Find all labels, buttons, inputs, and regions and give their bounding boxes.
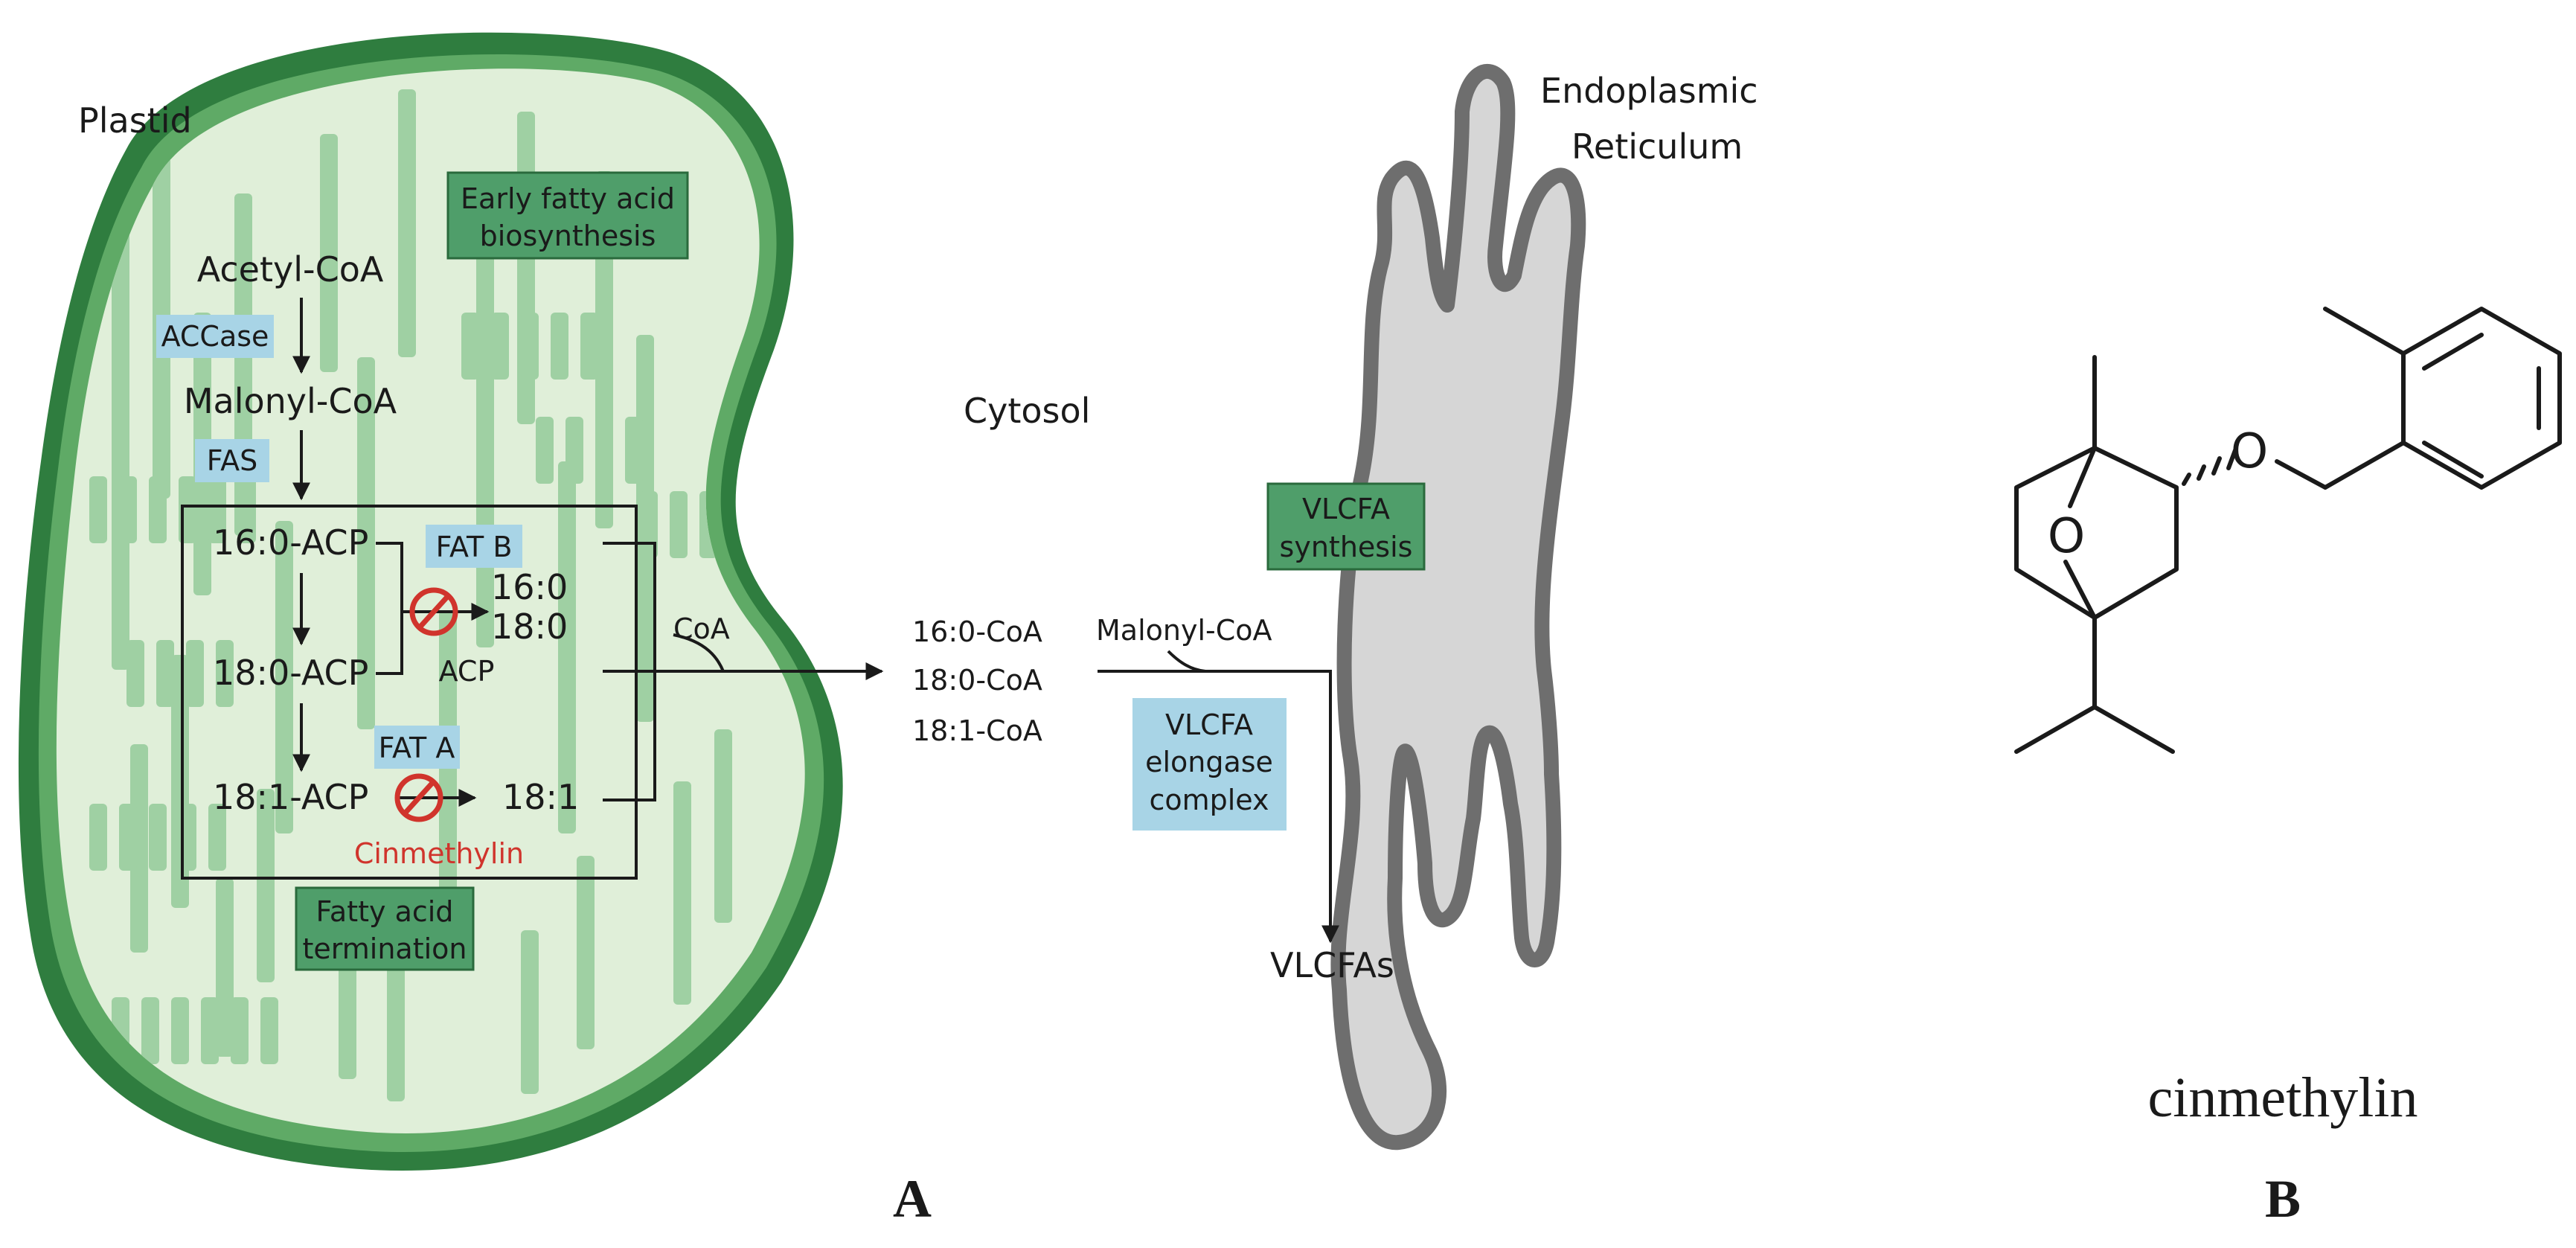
early-box-line1: Early fatty acid — [461, 182, 675, 215]
fas-label: FAS — [207, 444, 258, 477]
vlcfas-label: VLCFAs — [1270, 945, 1394, 985]
coa-hook — [673, 633, 725, 672]
vlcfa-synthesis-box: VLCFA synthesis — [1266, 482, 1426, 571]
free-18-0-label: 18:0 — [491, 607, 568, 647]
ether-oxygen-label: O — [2231, 424, 2268, 479]
acp-16-0-label: 16:0-ACP — [213, 522, 368, 563]
fas-box — [195, 439, 269, 482]
termination-frame — [181, 505, 638, 880]
acp-18-0-label: 18:0-ACP — [213, 653, 368, 693]
coa-label: CoA — [673, 612, 730, 645]
termination-box-line2: termination — [303, 932, 467, 965]
termination-box-line1: Fatty acid — [316, 895, 454, 928]
inhibition-icon — [394, 773, 443, 822]
early-box-line2: biosynthesis — [480, 220, 656, 252]
elongation-path — [1098, 670, 1339, 944]
acetyl-coa-label: Acetyl-CoA — [197, 249, 384, 289]
free-18-1-label: 18:1 — [502, 777, 579, 817]
free-acp-label: ACP — [439, 655, 495, 688]
plastid — [18, 32, 843, 1171]
coa-18-1-label: 18:1-CoA — [912, 714, 1042, 747]
compound-name: cinmethylin — [2147, 1066, 2418, 1129]
acp-18-1-label: 18:1-ACP — [213, 777, 368, 817]
vlcfa-synthesis-line1: VLCFA — [1302, 493, 1390, 525]
coa-16-0-label: 16:0-CoA — [912, 615, 1042, 648]
cyto-malonyl-coa-label: Malonyl-CoA — [1096, 614, 1272, 647]
fat-a-box — [374, 726, 460, 769]
accase-box — [156, 315, 274, 358]
free-16-0-label: 16:0 — [491, 567, 568, 607]
cytosol-label: Cytosol — [964, 391, 1090, 431]
bridge-oxygen-label: O — [2048, 509, 2085, 564]
fat-b-bracket — [376, 542, 403, 675]
vlcfa-synthesis-line2: synthesis — [1280, 531, 1413, 563]
fat-b-box — [426, 525, 522, 568]
er-label-line1: Endoplasmic — [1540, 71, 1758, 111]
accase-label: ACCase — [161, 320, 269, 353]
panel-b-letter: B — [2265, 1169, 2301, 1229]
elongase-complex-box: VLCFA elongase complex — [1132, 698, 1287, 831]
inhibitor-label: Cinmethylin — [354, 837, 524, 870]
endoplasmic-reticulum — [1330, 63, 1586, 1151]
elongase-line1: VLCFA — [1165, 708, 1253, 741]
fat-b-label: FAT B — [436, 531, 513, 563]
elongase-line2: elongase — [1145, 746, 1273, 778]
coa-18-0-label: 18:0-CoA — [912, 664, 1042, 697]
elongase-line3: complex — [1149, 784, 1269, 816]
inhibition-icon — [409, 587, 458, 636]
termination-box: Fatty acid termination — [295, 886, 475, 971]
panel-a-letter: A — [893, 1169, 932, 1229]
panel-b: O O cinmethylin B — [2014, 307, 2562, 1229]
panel-a: Plastid Early fatty acid biosynthesis Ac… — [18, 32, 1758, 1229]
early-biosynthesis-box: Early fatty acid biosynthesis — [446, 171, 689, 260]
cinmethylin-structure — [2014, 307, 2562, 754]
fat-a-label: FAT A — [379, 732, 455, 764]
plastid-label: Plastid — [78, 100, 192, 141]
er-label-line2: Reticulum — [1571, 127, 1743, 167]
malonyl-hook — [1167, 650, 1206, 673]
malonyl-coa-label: Malonyl-CoA — [184, 381, 397, 421]
